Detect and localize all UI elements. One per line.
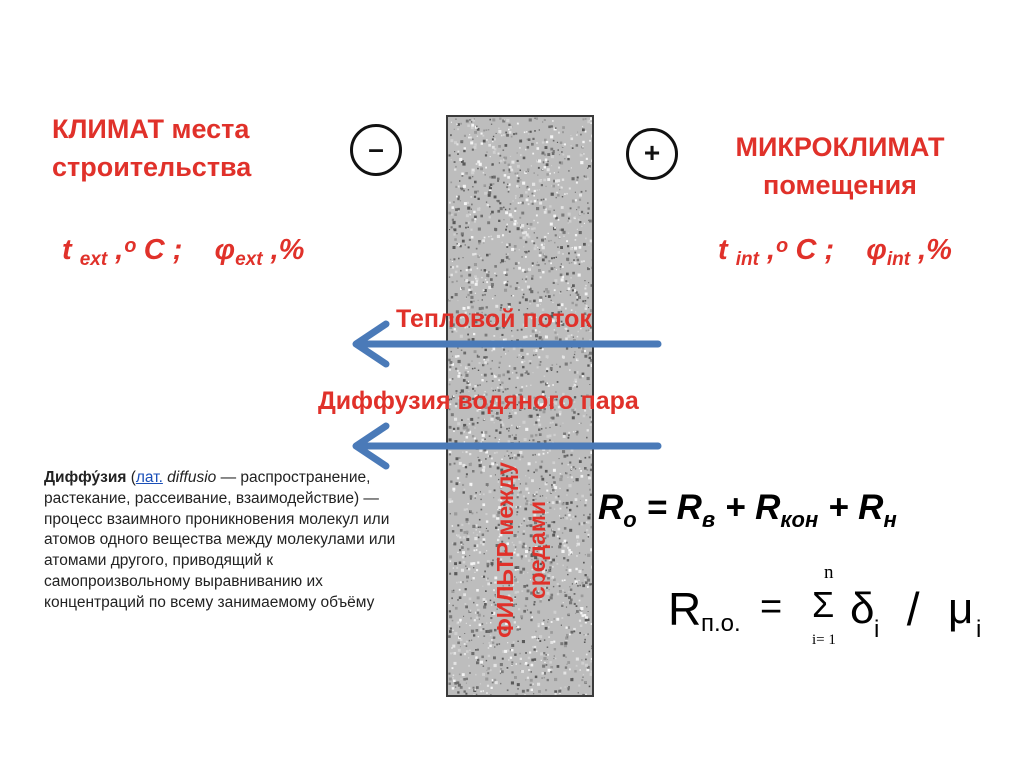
plus-sign: +: [715, 488, 756, 527]
wall-filter: [446, 115, 594, 697]
t-symbol: t: [62, 234, 72, 266]
wall-label-line2: средами: [524, 500, 550, 600]
phi-unit: ,%: [918, 234, 952, 266]
sigma-symbol: Σ: [812, 584, 835, 625]
exterior-climate-title-line1: КЛИМАТ места: [52, 114, 250, 144]
r-symbol: R: [676, 488, 702, 527]
delta-subscript: i: [874, 616, 880, 643]
equals-sign: =: [760, 586, 783, 628]
r-po-subscript: п.о.: [701, 610, 741, 637]
phi-symbol: φ: [214, 234, 236, 266]
r-symbol: R: [858, 488, 884, 527]
r-symbol: R: [598, 488, 624, 527]
interior-microclimate-title: МИКРОКЛИМАТ помещения: [690, 128, 990, 204]
interior-microclimate-title-line2: помещения: [763, 170, 917, 200]
exterior-climate-title: КЛИМАТ места строительства: [52, 110, 251, 186]
equals-sign: =: [636, 488, 677, 527]
mu-symbol: μ: [948, 584, 974, 633]
wall-label: ФИЛЬТР между средами: [476, 404, 566, 696]
phi-symbol: φ: [866, 234, 887, 266]
phi-int-subscript: int: [886, 249, 911, 270]
r-symbol: R: [755, 488, 781, 527]
r-o-subscript: о: [623, 507, 637, 532]
heat-flow-label: Тепловой поток: [396, 305, 592, 333]
definition-term: Диффу́зия: [44, 469, 127, 486]
wall-texture: [448, 117, 592, 695]
exterior-climate-title-line2: строительства: [52, 152, 252, 182]
phi-ext-subscript: ext: [235, 249, 263, 270]
exterior-parameters-formula: t ext ,ᵒ C ; φext ,%: [62, 234, 304, 271]
r-symbol: R: [668, 583, 702, 635]
diffusion-definition: Диффу́зия (лат. diffusio — распространен…: [44, 468, 414, 614]
t-unit: ,ᵒ C ;: [115, 234, 183, 266]
definition-latin-word: diffusio: [162, 469, 217, 486]
r-v-subscript: в: [701, 507, 716, 532]
interior-microclimate-title-line1: МИКРОКЛИМАТ: [735, 132, 945, 162]
t-int-subscript: int: [735, 249, 759, 270]
t-unit: ,ᵒ C ;: [767, 234, 835, 266]
sum-lower-limit: i= 1: [812, 632, 836, 648]
r-kon-subscript: кон: [780, 507, 819, 532]
t-ext-subscript: ext: [79, 249, 108, 270]
flow-arrows: [352, 320, 662, 470]
plus-sign-icon: +: [626, 128, 678, 180]
sum-upper-limit: n: [824, 562, 834, 583]
vapor-resistance-equation: R п.о. = Σ n i= 1 δ i / μ i: [668, 562, 1008, 658]
vapor-flow-arrow-icon: [352, 422, 662, 470]
delta-symbol: δ: [850, 584, 875, 633]
r-n-subscript: н: [883, 507, 897, 532]
t-symbol: t: [718, 234, 728, 266]
total-resistance-equation: Rо = Rв + Rкон + Rн: [598, 488, 897, 533]
vapor-diffusion-label: Диффузия водяного пара: [318, 387, 639, 415]
definition-body: — распространение, растекание, рассеиван…: [44, 469, 396, 611]
definition-open-paren: (: [126, 469, 136, 486]
plus-sign: +: [818, 488, 859, 527]
minus-sign-icon: –: [350, 124, 402, 176]
latin-link[interactable]: лат.: [135, 469, 163, 486]
interior-parameters-formula: t int ,ᵒ C ; φint ,%: [718, 234, 952, 271]
heat-flow-arrow-icon: [352, 320, 662, 368]
wall-label-line1: ФИЛЬТР между: [492, 462, 518, 638]
division-slash: /: [894, 583, 933, 635]
mu-subscript: i: [976, 616, 982, 643]
phi-unit: ,%: [270, 234, 305, 266]
